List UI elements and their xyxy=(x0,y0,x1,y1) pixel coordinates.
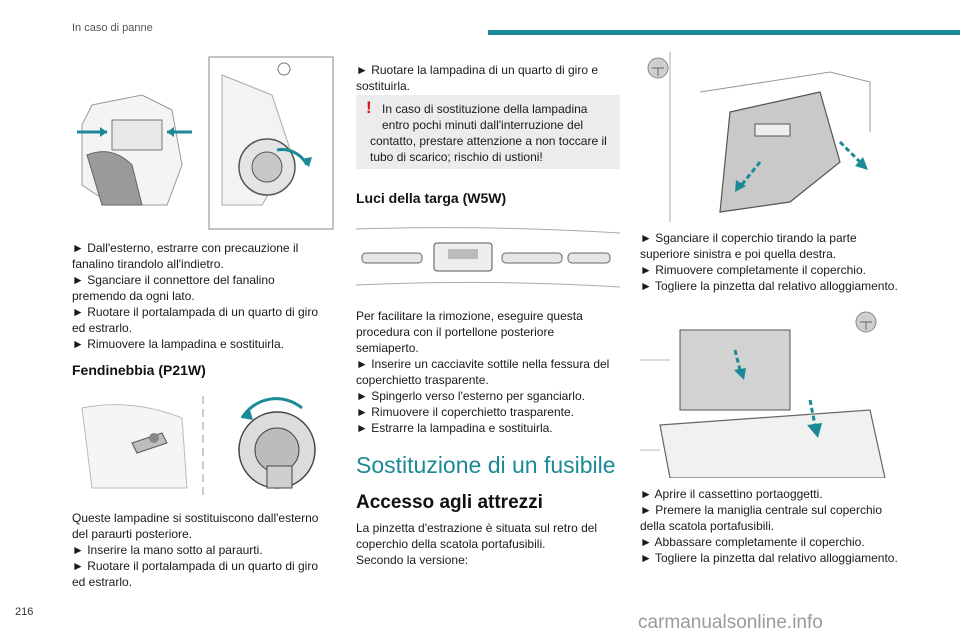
step-line: ► Sganciare il connettore del fanalino xyxy=(72,273,275,287)
running-header: In caso di panne xyxy=(72,22,153,34)
step-line: ► Inserire la mano sotto al paraurti. xyxy=(72,543,263,557)
step-line: coperchio della scatola portafusibili. xyxy=(356,537,546,551)
step-line: ► Premere la maniglia centrale sul coper… xyxy=(640,503,882,517)
step-line: ► Ruotare la lampadina di un quarto di g… xyxy=(356,63,599,77)
tools-access-heading: Accesso agli attrezzi xyxy=(356,492,543,513)
col3-steps-1: ► Sganciare il coperchio tirando la part… xyxy=(640,230,920,294)
col2-steps-3: La pinzetta d'estrazione è situata sul r… xyxy=(356,520,626,568)
fuse-section-title: Sostituzione di un fusibile xyxy=(356,452,616,478)
step-line: ► Rimuovere il coperchietto trasparente. xyxy=(356,405,574,419)
rear-lamp-illustration xyxy=(72,55,334,230)
step-line: ► Spingerlo verso l'esterno per sganciar… xyxy=(356,389,585,403)
step-line: ► Aprire il cassettino portaoggetti. xyxy=(640,487,823,501)
step-line: La pinzetta d'estrazione è situata sul r… xyxy=(356,521,598,535)
step-line: Per facilitare la rimozione, eseguire qu… xyxy=(356,309,583,323)
step-line: ► Inserire un cacciavite sottile nella f… xyxy=(356,357,610,371)
step-line: coperchietto trasparente. xyxy=(356,373,489,387)
step-line: ► Sganciare il coperchio tirando la part… xyxy=(640,231,857,245)
warning-line: tubo di scarico; rischio di ustioni! xyxy=(370,150,543,164)
col2-steps-2: Per facilitare la rimozione, eseguire qu… xyxy=(356,308,626,436)
col2-steps-1: ► Ruotare la lampadina di un quarto di g… xyxy=(356,62,626,94)
site-watermark: carmanualsonline.info xyxy=(638,612,823,633)
step-line: ► Togliere la pinzetta dal relativo allo… xyxy=(640,279,898,293)
col3-steps-2: ► Aprire il cassettino portaoggetti. ► P… xyxy=(640,486,920,566)
page-number: 216 xyxy=(15,606,34,618)
step-line: Secondo la versione: xyxy=(356,553,469,567)
warning-line: contatto, prestare attenzione a non tocc… xyxy=(370,134,607,148)
step-line: del paraurti posteriore. xyxy=(72,527,193,541)
plate-lights-heading: Luci della targa (W5W) xyxy=(356,190,507,206)
step-line: ► Rimuovere completamente il coperchio. xyxy=(640,263,866,277)
step-line: ► Estrarre la lampadina e sostituirla. xyxy=(356,421,553,435)
step-line: ► Rimuovere la lampadina e sostituirla. xyxy=(72,337,284,351)
step-line: ► Abbassare completamente il coperchio. xyxy=(640,535,865,549)
step-line: fanalino tirandolo all'indietro. xyxy=(72,257,224,271)
step-line: della scatola portafusibili. xyxy=(640,519,775,533)
fog-lamp-heading: Fendinebbia (P21W) xyxy=(72,362,206,378)
warning-line: In caso di sostituzione della lampadina xyxy=(382,102,588,116)
step-line: procedura con il portellone posteriore xyxy=(356,325,555,339)
step-line: ed estrarlo. xyxy=(72,321,133,335)
step-line: ed estrarlo. xyxy=(72,575,133,589)
warning-exclamation-icon: ! xyxy=(366,98,372,117)
glovebox-fuse-illustration xyxy=(640,300,888,478)
step-line: ► Ruotare il portalampada di un quarto d… xyxy=(72,305,319,319)
step-line: ► Ruotare il portalampada di un quarto d… xyxy=(72,559,319,573)
step-line: sostituirla. xyxy=(356,79,411,93)
col1-steps-2: Queste lampadine si sostituiscono dall'e… xyxy=(72,510,340,590)
step-line: semiaperto. xyxy=(356,341,419,355)
step-line: Queste lampadine si sostituiscono dall'e… xyxy=(72,511,319,525)
step-line: superiore sinistra e poi quella destra. xyxy=(640,247,837,261)
step-line: ► Dall'esterno, estrarre con precauzione… xyxy=(72,241,299,255)
step-line: ► Togliere la pinzetta dal relativo allo… xyxy=(640,551,898,565)
header-accent-bar xyxy=(488,30,960,35)
plate-light-illustration xyxy=(356,227,620,288)
step-line: premendo da ogni lato. xyxy=(72,289,195,303)
fog-lamp-illustration xyxy=(72,388,334,500)
col1-steps-1: ► Dall'esterno, estrarre con precauzione… xyxy=(72,240,340,352)
burn-warning-box: ! In caso di sostituzione della lampadin… xyxy=(356,95,620,169)
fuse-box-cover-illustration xyxy=(640,52,888,222)
warning-line: entro pochi minuti dall'interruzione del xyxy=(382,118,584,132)
